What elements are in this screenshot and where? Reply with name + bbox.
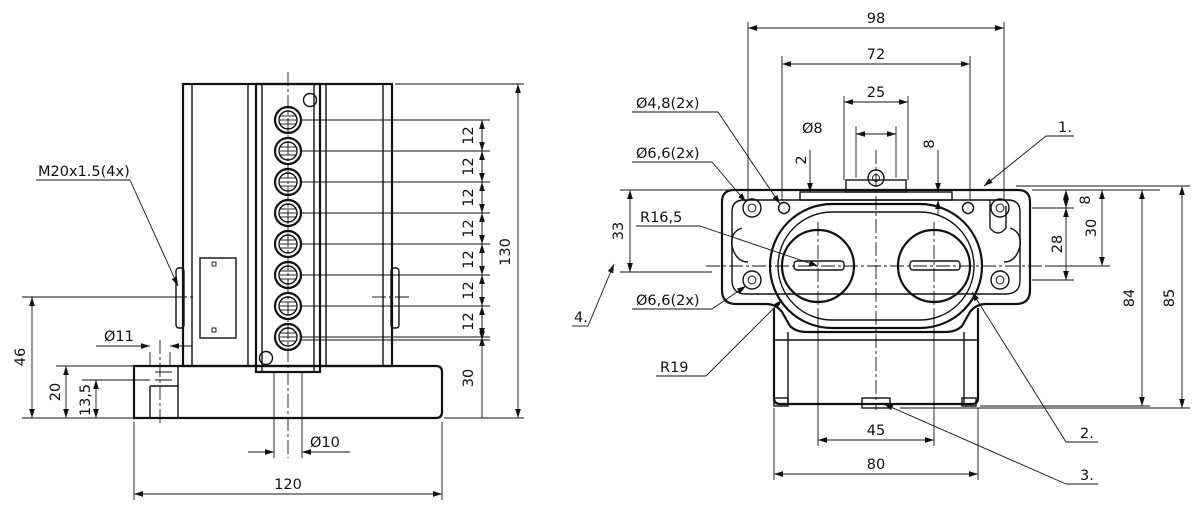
callout-3: 3. [883,403,1098,485]
pitch-12-label: 12 [461,219,477,237]
dim-2: 2 [794,150,813,192]
m20-label: M20x1.5(4x) [38,164,130,180]
dim-d10: Ø10 [248,372,350,458]
dim-8-top-label: 8 [922,139,938,148]
dim-120: 120 [133,422,443,500]
dim-2-label: 2 [794,155,810,164]
dim-72: 72 [781,47,971,200]
callout-1: 1. [983,120,1074,187]
dim-25-label: 25 [867,85,885,101]
callout-1-label: 1. [1058,120,1072,136]
d6-6-top-label: Ø6,6(2x) [636,146,700,162]
dim-45-label: 45 [867,423,885,439]
d6-6-bottom-label: Ø6,6(2x) [636,293,700,309]
dim-33-label: 33 [611,222,627,240]
right-view: 98 72 25 Ø8 2 [572,11,1190,485]
d4-8-label: Ø4,8(2x) [636,96,700,112]
callout-4: 4. [572,263,615,327]
callout-d6-6-bottom: Ø6,6(2x) [632,285,747,310]
pitch-12-label: 12 [461,312,477,330]
dim-130-label: 130 [498,238,514,266]
pitch-12-label: 12 [461,281,477,299]
d10-label: Ø10 [310,435,340,451]
dim-72-label: 72 [867,47,885,63]
left-base [132,340,444,426]
dim-45: 45 [817,310,935,446]
dim-25: 25 [843,85,909,180]
dim-30-label: 30 [461,369,477,387]
left-view: 130 30 12 12 12 12 12 12 12 M20x1.5(4x) 46 20 … [13,72,524,500]
r16-5-label: R16,5 [640,210,682,226]
callout-d6-6-top: Ø6,6(2x) [632,146,747,203]
dim-33: 33 [611,189,732,273]
callout-4-label: 4. [574,310,588,326]
dim-d11: Ø11 [96,329,192,366]
callout-r19: R19 [656,299,783,377]
d11-label: Ø11 [104,329,134,345]
left-housing [175,82,400,374]
dim-d8: Ø8 [802,121,897,178]
dim-13-5-label: 13,5 [78,384,94,416]
dim-30-right-label: 30 [1084,219,1100,237]
callout-m20: M20x1.5(4x) [36,164,179,287]
callout-r16-5: R16,5 [636,210,819,267]
callout-2-label: 2. [1080,426,1094,442]
dims-left-vertical: 46 20 13,5 [13,296,176,419]
dim-46-label: 46 [13,348,29,366]
dim-80-label: 80 [867,457,885,473]
dim-84-label: 84 [1122,289,1138,307]
dim-80: 80 [773,408,979,480]
d8-label: Ø8 [802,121,823,137]
callout-3-label: 3. [1080,468,1094,484]
dim-98: 98 [747,11,1005,200]
dim-85-label: 85 [1162,289,1178,307]
callout-2: 2. [971,291,1098,443]
dims-right-vertical: 8 28 30 84 85 [900,185,1190,409]
callout-d4-8: Ø4,8(2x) [632,96,781,205]
pitch-dimensions: 30 12 12 12 12 12 12 12 [302,119,490,418]
r19-label: R19 [660,360,689,376]
dim-130: 130 [395,83,524,419]
dim-8-right-label: 8 [1078,195,1094,204]
dim-98-label: 98 [867,11,885,27]
dim-120-label: 120 [274,477,302,493]
dim-8-top: 8 [922,139,941,216]
pitch-12-label: 12 [461,250,477,268]
pitch-12-label: 12 [461,157,477,175]
pitch-12-label: 12 [461,188,477,206]
dim-20-label: 20 [48,383,64,401]
pitch-12-label: 12 [461,126,477,144]
dim-28-label: 28 [1050,235,1066,253]
